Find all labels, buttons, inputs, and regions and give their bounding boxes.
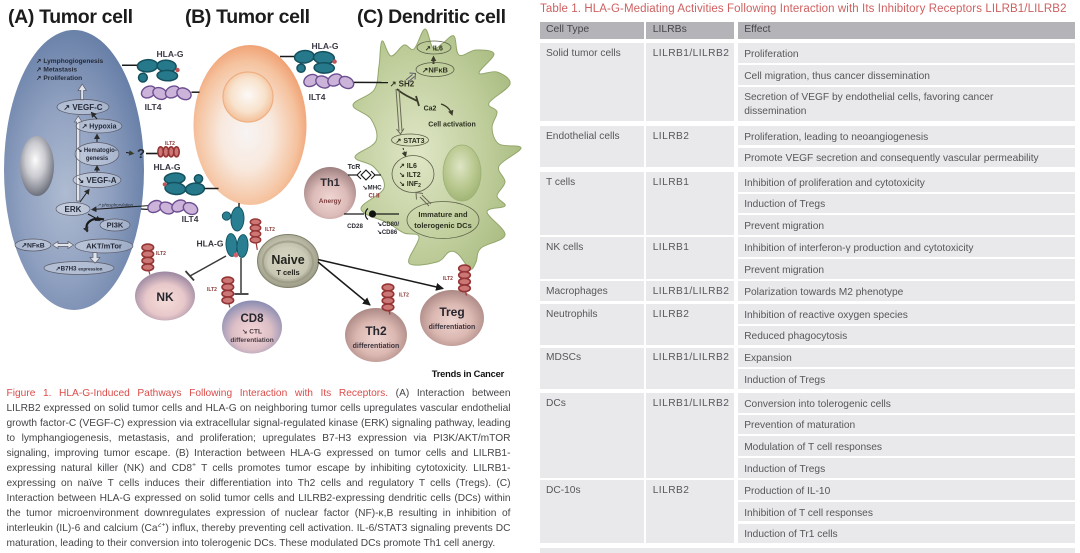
svg-text:ILT2: ILT2 <box>207 287 217 293</box>
svg-text:ILT2: ILT2 <box>399 293 409 299</box>
svg-text:↗NFκB: ↗NFκB <box>21 242 45 249</box>
svg-text:ILT4: ILT4 <box>309 92 326 102</box>
svg-text:ILT2: ILT2 <box>443 276 453 282</box>
svg-text:↘ INF2: ↘ INF2 <box>399 181 421 189</box>
svg-text:Trends in Cancer: Trends in Cancer <box>432 369 505 379</box>
svg-text:ILT2: ILT2 <box>156 251 166 257</box>
svg-text:ERK: ERK <box>65 205 82 214</box>
svg-text:↗ Metastasis: ↗ Metastasis <box>36 67 77 74</box>
svg-text:genesis: genesis <box>86 156 109 162</box>
svg-text:↘MHC: ↘MHC <box>362 185 382 192</box>
svg-text:(A) Tumor cell: (A) Tumor cell <box>8 6 133 28</box>
svg-text:NK: NK <box>156 290 174 304</box>
svg-text:ILT4: ILT4 <box>182 214 199 224</box>
svg-text:Anergy: Anergy <box>319 198 342 205</box>
svg-text:Treg: Treg <box>439 305 464 319</box>
svg-text:Immature and: Immature and <box>418 210 468 219</box>
svg-text:ILT2: ILT2 <box>265 227 275 233</box>
svg-text:Cl II: Cl II <box>368 194 379 200</box>
svg-text:differentiation: differentiation <box>230 337 273 344</box>
svg-text:↘ VEGF-A: ↘ VEGF-A <box>77 176 116 185</box>
svg-text:↗ IL6: ↗ IL6 <box>399 163 417 170</box>
svg-text:Ca2: Ca2 <box>424 106 437 113</box>
svg-text:CD28: CD28 <box>347 223 363 230</box>
svg-text:Th2: Th2 <box>365 324 387 338</box>
svg-text:↗ Proliferation: ↗ Proliferation <box>36 75 82 82</box>
svg-text:↘ CTL: ↘ CTL <box>242 329 262 336</box>
svg-text:(C) Dendritic cell: (C) Dendritic cell <box>357 6 506 28</box>
svg-text:HLA-G: HLA-G <box>312 41 339 51</box>
svg-text:HLA-G: HLA-G <box>197 239 224 249</box>
svg-text:(B) Tumor cell: (B) Tumor cell <box>185 6 310 28</box>
svg-text:T cells: T cells <box>276 268 299 277</box>
svg-text:↗ STAT3: ↗ STAT3 <box>396 138 425 145</box>
svg-text:↘ Hematogio-: ↘ Hematogio- <box>77 148 117 154</box>
svg-text:AKT/mTor: AKT/mTor <box>86 242 122 251</box>
svg-text:Naive: Naive <box>271 253 304 267</box>
svg-text:ILT2: ILT2 <box>165 141 175 147</box>
svg-text:HLA-G: HLA-G <box>154 162 181 172</box>
svg-text:↗NFκB: ↗NFκB <box>422 65 448 74</box>
svg-text:TcR: TcR <box>348 164 361 171</box>
svg-text:↘CD80/: ↘CD80/ <box>377 222 399 228</box>
svg-text:↗ SH2: ↗ SH2 <box>390 80 415 89</box>
svg-text:tolerogenic DCs: tolerogenic DCs <box>414 221 472 230</box>
svg-text:Th1: Th1 <box>320 177 340 189</box>
svg-text:?: ? <box>137 146 145 161</box>
svg-text:↗B7H3 expression: ↗B7H3 expression <box>56 265 103 272</box>
svg-text:↗ phosphorylation: ↗ phosphorylation <box>97 203 133 208</box>
svg-text:differentiation: differentiation <box>353 343 400 350</box>
svg-text:HLA-G: HLA-G <box>157 49 184 59</box>
svg-text:↗ VEGF-C: ↗ VEGF-C <box>63 103 102 112</box>
svg-text:↗ Hypoxia: ↗ Hypoxia <box>81 124 116 131</box>
svg-text:CD8: CD8 <box>240 313 264 325</box>
svg-text:differentiation: differentiation <box>429 324 476 331</box>
svg-text:ILT4: ILT4 <box>145 102 162 112</box>
svg-text:↗ IL6: ↗ IL6 <box>425 45 443 52</box>
svg-text:↘ ILT2: ↘ ILT2 <box>399 172 421 179</box>
svg-text:↗ Lymphogiogenesis: ↗ Lymphogiogenesis <box>36 58 104 65</box>
svg-text:PI3K: PI3K <box>107 221 124 230</box>
svg-text:Cell activation: Cell activation <box>428 122 475 129</box>
svg-text:↘CD86: ↘CD86 <box>377 230 398 236</box>
